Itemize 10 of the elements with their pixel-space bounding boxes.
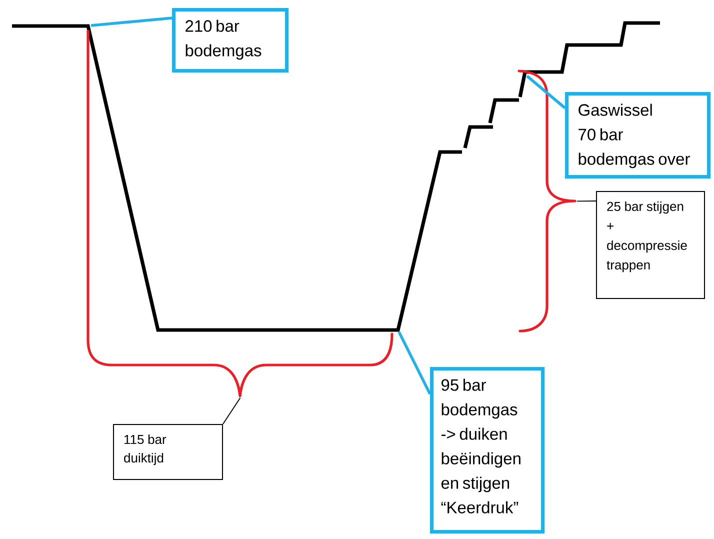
callout-box: 210 bar bodemgas	[172, 8, 288, 72]
leader-line	[222, 397, 241, 424]
leader-line	[576, 200, 596, 202]
callout-box: 95 bar bodemgas -> duiken beëindigen en stijgen “Keerdruk”	[430, 367, 544, 534]
leader-line	[526, 74, 566, 110]
callout-box: 115 bar duiktijd	[113, 424, 223, 480]
leader-line	[90, 16, 172, 27]
callout-box: Gaswissel 70 bar bodemgas over	[565, 92, 710, 178]
leader-line	[398, 331, 432, 395]
callout-box: 25 bar stijgen + decompressie trappen	[596, 191, 705, 299]
